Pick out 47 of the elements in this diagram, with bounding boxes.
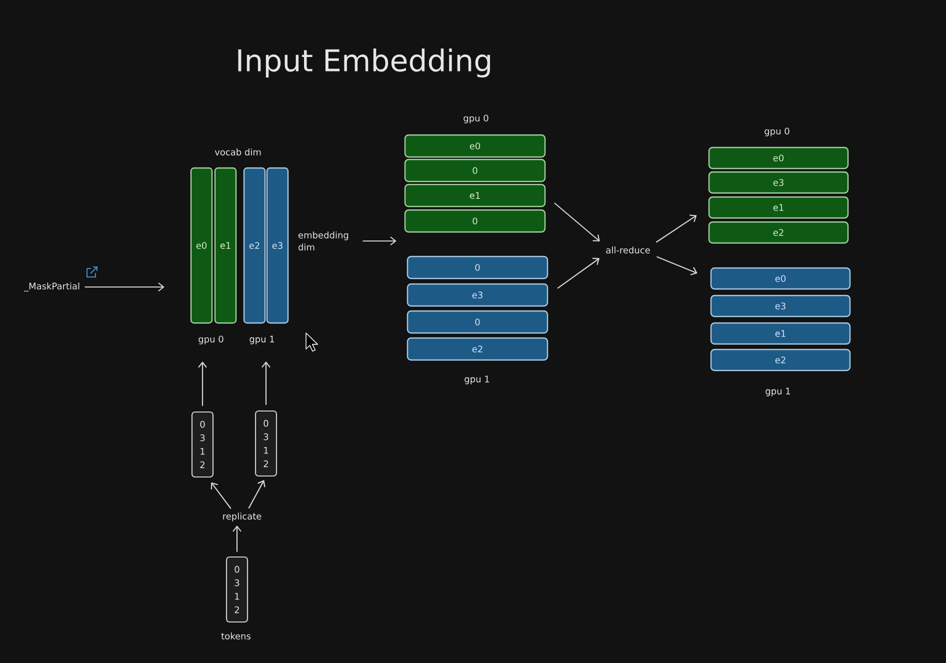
column-label: tokens	[221, 632, 250, 640]
arrow	[198, 361, 207, 406]
class-name-label: _MaskPartial	[24, 282, 80, 292]
dimension-label: embedding dim	[298, 232, 348, 250]
embedding-row: e3	[708, 171, 849, 194]
gpu-label: gpu 0	[464, 114, 488, 124]
gpu-label: gpu 1	[464, 376, 490, 384]
dimension-label: vocab dim	[214, 148, 261, 156]
embedding-column: e2	[243, 167, 266, 324]
embedding-column: e1	[214, 167, 237, 324]
embedding-column: e3	[266, 167, 289, 324]
arrow	[557, 258, 600, 289]
arrow	[84, 282, 164, 292]
token-column: 0 3 1 2	[226, 556, 248, 623]
embedding-row: 0	[404, 158, 546, 182]
embedding-row: e2	[406, 337, 548, 361]
embedding-row: e0	[710, 267, 851, 290]
arrow	[362, 236, 396, 246]
embedding-row: 0	[406, 310, 548, 334]
token-column: 0 3 1 2	[254, 410, 278, 477]
embedding-row: e3	[406, 283, 548, 307]
embedding-row: e2	[708, 221, 849, 244]
embedding-column: e0	[190, 167, 213, 324]
operation-label: all-reduce	[606, 246, 650, 254]
gpu-label: gpu 1	[250, 336, 274, 344]
arrow	[210, 482, 232, 509]
arrow	[232, 526, 242, 552]
arrow	[554, 202, 600, 242]
arrow	[656, 256, 698, 276]
embedding-row: 0	[404, 209, 546, 233]
embedding-row: e2	[710, 348, 851, 372]
embedding-row: e0	[708, 146, 849, 170]
title: Input Embedding	[238, 48, 490, 78]
token-column: 0 3 1 2	[191, 411, 214, 478]
embedding-row: e3	[710, 294, 851, 318]
embedding-row: 0	[406, 256, 548, 280]
embedding-row: e1	[708, 196, 849, 219]
operation-label: replicate	[223, 512, 262, 522]
gpu-label: gpu 1	[766, 388, 790, 396]
arrow	[248, 480, 266, 508]
gpu-label: gpu 0	[764, 128, 790, 136]
gpu-label: gpu 0	[198, 336, 224, 344]
arrow	[656, 214, 697, 243]
arrow	[262, 361, 270, 405]
embedding-row: e0	[404, 134, 546, 158]
embedding-row: e1	[710, 322, 851, 345]
embedding-row: e1	[404, 184, 546, 208]
